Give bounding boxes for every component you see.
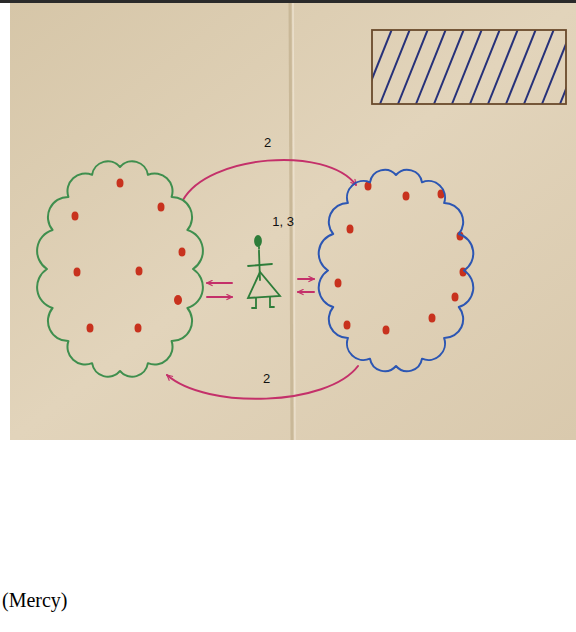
stick-figure: 1, 3 bbox=[234, 214, 296, 310]
red-dots bbox=[72, 179, 467, 335]
edge-label: 2 bbox=[261, 371, 272, 387]
arrow-connector bbox=[207, 282, 232, 284]
cloud-outline bbox=[316, 163, 476, 378]
arrow-connector bbox=[298, 291, 314, 293]
arrow-connector bbox=[167, 366, 358, 399]
arrow-connector bbox=[298, 278, 314, 280]
callout-number: 1, 3 bbox=[236, 214, 294, 230]
arrow-connector bbox=[207, 296, 232, 298]
green-cloud bbox=[35, 155, 205, 383]
arrow-connector bbox=[183, 160, 356, 200]
paper-photo bbox=[10, 3, 576, 440]
hatched-rectangle bbox=[362, 24, 576, 104]
edge-label: 2 bbox=[262, 135, 273, 151]
stick-figure-drawing bbox=[248, 236, 280, 308]
caption: (Mercy) bbox=[2, 588, 68, 612]
top-rule bbox=[0, 0, 576, 3]
cloud-outline bbox=[35, 155, 205, 383]
blue-cloud bbox=[316, 163, 476, 378]
